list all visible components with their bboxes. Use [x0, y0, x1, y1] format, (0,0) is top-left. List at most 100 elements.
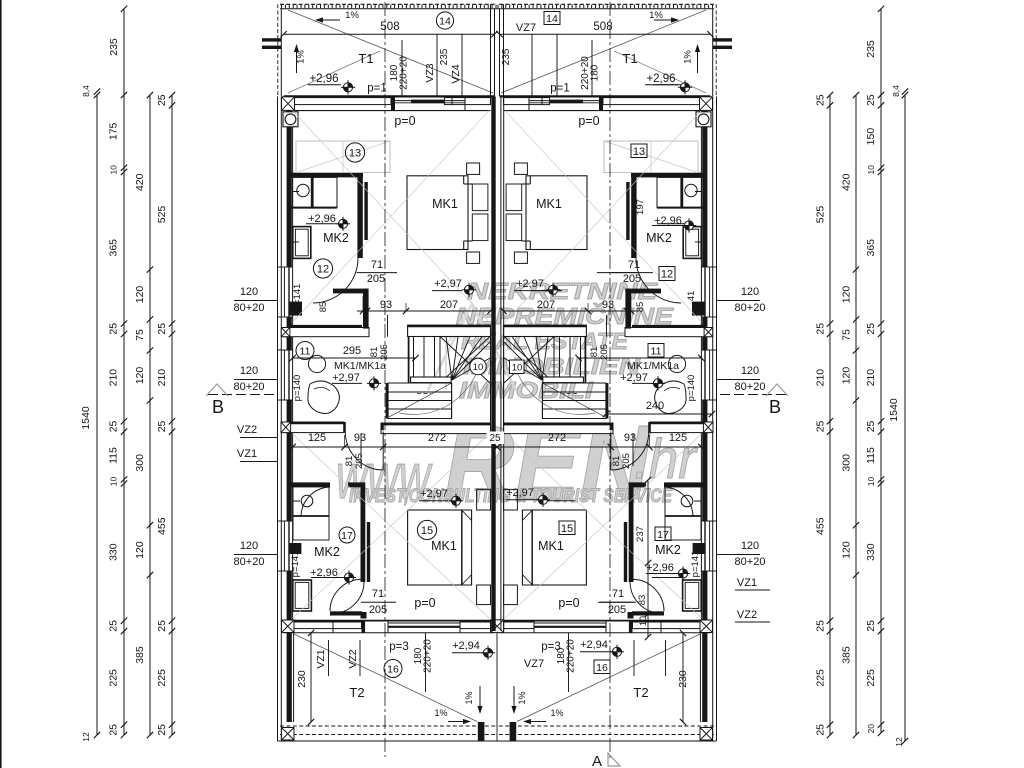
svg-text:T2: T2 [349, 685, 364, 700]
svg-text:525: 525 [156, 206, 168, 224]
svg-text:+2,96: +2,96 [646, 73, 675, 85]
svg-text:13: 13 [633, 146, 645, 158]
svg-text:1540: 1540 [888, 398, 900, 422]
svg-text:272: 272 [548, 432, 566, 444]
svg-text:120: 120 [741, 365, 759, 377]
svg-text:220+20: 220+20 [423, 639, 434, 673]
svg-text:205: 205 [621, 453, 632, 469]
svg-text:p=140: p=140 [686, 375, 697, 402]
svg-text:115: 115 [108, 447, 120, 464]
svg-text:1%: 1% [345, 10, 359, 21]
svg-text:225: 225 [815, 669, 827, 687]
svg-text:1%: 1% [517, 691, 527, 704]
svg-text:+2,96: +2,96 [310, 567, 338, 579]
svg-text:71: 71 [371, 259, 383, 271]
svg-text:MK2: MK2 [314, 545, 340, 559]
svg-text:210: 210 [156, 369, 168, 387]
svg-text:385: 385 [134, 646, 146, 664]
svg-text:83: 83 [637, 595, 648, 606]
svg-text:MK1: MK1 [538, 539, 564, 553]
svg-text:225: 225 [108, 669, 120, 687]
svg-text:12: 12 [81, 732, 91, 742]
svg-text:220+20: 220+20 [580, 56, 591, 90]
svg-text:93: 93 [380, 299, 392, 311]
svg-text:p=141: p=141 [290, 551, 301, 578]
svg-text:11: 11 [651, 346, 662, 358]
svg-text:330: 330 [108, 543, 120, 561]
svg-text:81: 81 [611, 456, 622, 467]
svg-text:455: 455 [156, 517, 168, 535]
svg-text:75: 75 [134, 329, 146, 341]
svg-text:525: 525 [815, 206, 827, 224]
svg-text:p=141: p=141 [292, 284, 303, 311]
svg-text:14: 14 [439, 16, 451, 28]
svg-text:15: 15 [561, 523, 573, 535]
svg-text:p=0: p=0 [578, 114, 599, 128]
svg-text:10: 10 [512, 363, 523, 374]
svg-text:+2,96: +2,96 [308, 213, 336, 225]
svg-text:MK1/MK1a: MK1/MK1a [627, 360, 679, 372]
svg-text:120: 120 [741, 286, 759, 298]
svg-text:VZ7: VZ7 [524, 658, 544, 670]
svg-text:81: 81 [369, 347, 380, 358]
svg-text:1%: 1% [296, 50, 307, 64]
svg-text:455: 455 [815, 517, 827, 535]
svg-text:13: 13 [349, 148, 361, 160]
svg-text:10: 10 [473, 362, 484, 373]
svg-text:14: 14 [546, 13, 558, 25]
svg-text:VZ3: VZ3 [424, 63, 436, 82]
svg-text:150: 150 [865, 128, 877, 146]
svg-text:25: 25 [108, 620, 120, 632]
svg-text:205: 205 [599, 344, 610, 360]
svg-text:25: 25 [489, 433, 501, 444]
svg-text:80+20: 80+20 [234, 381, 265, 393]
svg-text:80+20: 80+20 [234, 556, 265, 568]
svg-text:230: 230 [296, 670, 308, 688]
svg-text:180: 180 [389, 64, 400, 81]
svg-text:25: 25 [865, 94, 877, 106]
svg-text:MK1/MK1a: MK1/MK1a [334, 360, 386, 372]
svg-text:+2,96: +2,96 [309, 73, 338, 85]
svg-text:120: 120 [841, 286, 853, 304]
svg-text:25: 25 [156, 724, 168, 736]
svg-text:25: 25 [815, 420, 827, 432]
svg-text:VZ2: VZ2 [737, 609, 757, 621]
svg-text:+2,97: +2,97 [516, 278, 544, 290]
svg-text:120: 120 [741, 540, 759, 552]
svg-text:207: 207 [537, 299, 555, 311]
svg-text:237: 237 [635, 526, 646, 542]
svg-text:VZ1: VZ1 [237, 448, 257, 460]
svg-text:230: 230 [677, 670, 689, 688]
svg-text:10: 10 [109, 477, 119, 487]
svg-text:120: 120 [841, 541, 853, 559]
svg-text:197: 197 [635, 199, 646, 215]
svg-text:25: 25 [156, 420, 168, 432]
svg-text:81: 81 [344, 456, 355, 467]
svg-text:p=141: p=141 [690, 551, 701, 578]
svg-text:1%: 1% [550, 708, 563, 718]
svg-text:+2,97: +2,97 [420, 488, 448, 500]
svg-text:25: 25 [108, 420, 120, 432]
svg-text:MK2: MK2 [655, 543, 681, 557]
svg-text:p=0: p=0 [414, 596, 435, 610]
svg-text:85: 85 [635, 302, 646, 313]
svg-text:11: 11 [300, 346, 311, 358]
svg-text:420: 420 [841, 173, 853, 191]
svg-text:12: 12 [661, 269, 673, 281]
svg-text:41: 41 [686, 291, 697, 302]
svg-text:205: 205 [608, 604, 626, 616]
svg-text:210: 210 [108, 369, 120, 387]
svg-text:B: B [212, 397, 224, 417]
svg-text:MK1: MK1 [431, 539, 457, 553]
svg-text:VZ1: VZ1 [737, 577, 757, 589]
svg-text:80+20: 80+20 [735, 381, 766, 393]
svg-text:25: 25 [815, 94, 827, 106]
svg-text:10: 10 [638, 616, 648, 626]
svg-text:1%: 1% [434, 708, 447, 718]
svg-text:205: 205 [369, 604, 387, 616]
svg-text:25: 25 [865, 420, 877, 432]
svg-text:VZ1: VZ1 [315, 649, 327, 668]
svg-text:17: 17 [341, 530, 353, 542]
svg-text:207: 207 [440, 299, 458, 311]
svg-text:120: 120 [240, 286, 258, 298]
